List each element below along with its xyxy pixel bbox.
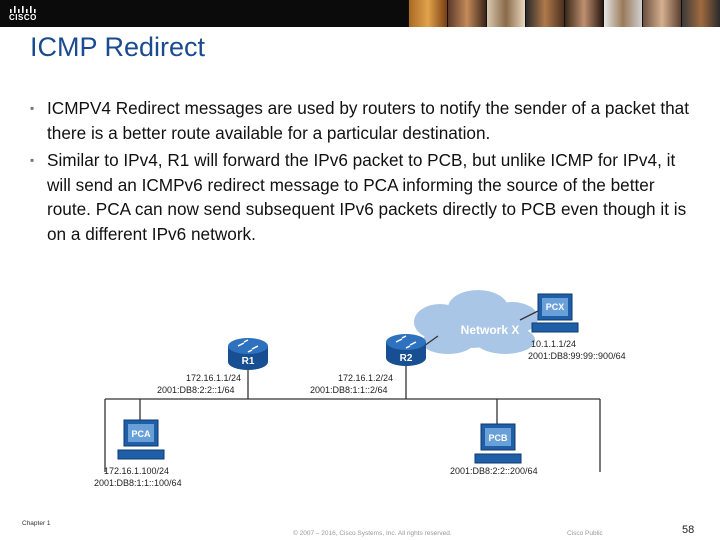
- pcb-ipv6-address: 2001:DB8:2:2::200/64: [450, 466, 538, 476]
- r2-ipv4-address: 172.16.1.2/24: [338, 373, 393, 383]
- header-bar: CISCO: [0, 0, 720, 27]
- cisco-logo-icon: [10, 6, 36, 13]
- router-r2-icon: [386, 334, 426, 366]
- pcx-ipv4-address: 10.1.1.1/24: [531, 339, 576, 349]
- r1-ipv6-address: 2001:DB8:2:2::1/64: [157, 385, 235, 395]
- bullet-text: Similar to IPv4, R1 will forward the IPv…: [47, 150, 687, 244]
- bullet-square-icon: ▪: [30, 101, 35, 115]
- pca-ipv4-address: 172.16.1.100/24: [104, 466, 169, 476]
- slide-title: ICMP Redirect: [30, 32, 206, 62]
- bullet-item: ▪ ICMPV4 Redirect messages are used by ro…: [30, 96, 700, 145]
- chapter-label: Chapter 1: [22, 520, 51, 527]
- page-number: 58: [682, 524, 695, 536]
- pcx-label: PCX: [546, 302, 565, 312]
- router-r1-icon: [228, 338, 268, 370]
- header-photo-strip: [408, 0, 720, 27]
- pc-pca-icon: [117, 419, 165, 460]
- bullet-item: ▪ Similar to IPv4, R1 will forward the IP…: [30, 148, 700, 246]
- classification-text: Cisco Public: [567, 530, 603, 537]
- cloud-label: Network X: [461, 323, 520, 337]
- pc-pcb-icon: [474, 423, 522, 464]
- pcx-ipv6-address: 2001:DB8:99:99::900/64: [528, 351, 626, 361]
- pc-pcx-icon: [531, 293, 579, 333]
- logo-text: CISCO: [9, 13, 37, 22]
- copyright-text: © 2007 – 2016, Cisco Systems, Inc. All r…: [293, 530, 452, 537]
- bullet-square-icon: ▪: [30, 153, 35, 167]
- bullet-list: ▪ ICMPV4 Redirect messages are used by ro…: [30, 96, 700, 249]
- r2-ipv6-address: 2001:DB8:1:1::2/64: [310, 385, 388, 395]
- r2-label: R2: [400, 353, 413, 364]
- pca-ipv6-address: 2001:DB8:1:1::100/64: [94, 478, 182, 488]
- r1-label: R1: [242, 356, 255, 367]
- r1-ipv4-address: 172.16.1.1/24: [186, 373, 241, 383]
- bullet-text: ICMPV4 Redirect messages are used by rou…: [47, 98, 689, 143]
- pcb-label: PCB: [488, 433, 508, 443]
- pca-label: PCA: [131, 429, 151, 439]
- network-cloud-icon: [414, 290, 538, 354]
